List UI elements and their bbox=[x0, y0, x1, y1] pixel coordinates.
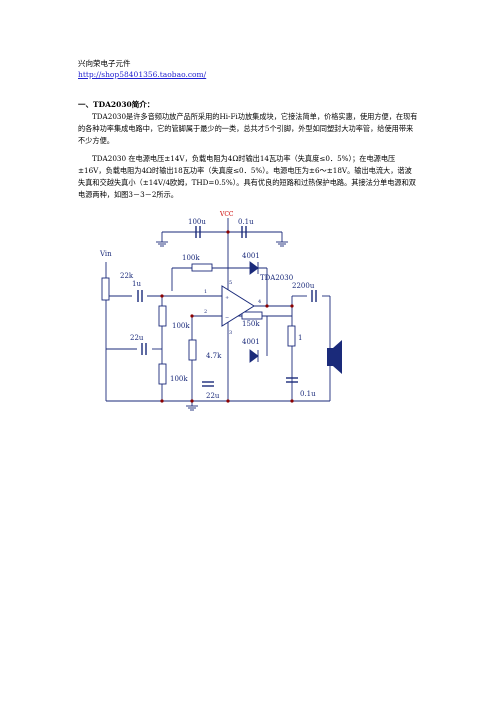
op-amp-icon bbox=[221, 285, 255, 327]
label-c-0-1u-bot: 0.1u bbox=[300, 390, 316, 398]
circuit-node bbox=[160, 230, 294, 403]
label-r-22k: 22k bbox=[120, 272, 134, 280]
speaker-icon bbox=[327, 340, 342, 374]
section-heading: 一、TDA2030简介： bbox=[78, 100, 155, 109]
label-r-4-7k: 4.7k bbox=[206, 352, 222, 360]
label-pin-1: 1 bbox=[204, 289, 207, 295]
vcc-label: VCC bbox=[219, 211, 234, 218]
ground-icon bbox=[156, 241, 288, 411]
label-r-150k: 150k bbox=[242, 320, 260, 328]
label-vin: Vin bbox=[99, 250, 112, 258]
resistor-icon bbox=[101, 263, 296, 385]
paragraph-intro-text: TDA2030是许多音频功放产品所采用的Hi-Fi功放集成块，它接法简单，价格实… bbox=[78, 112, 418, 145]
shop-link[interactable]: http://shop58401356.taobao.com/ bbox=[78, 70, 207, 79]
label-pin-4: 4 bbox=[258, 299, 261, 305]
amplifier-circuit-diagram: VCC bbox=[99, 211, 342, 411]
label-pin-5: 5 bbox=[229, 280, 232, 286]
label-c-22u-left: 22u bbox=[130, 334, 144, 342]
label-c-100u: 100u bbox=[188, 218, 206, 226]
label-r-1: 1 bbox=[298, 334, 302, 342]
label-c-1u: 1u bbox=[132, 280, 141, 288]
label-ic: TDA2030 bbox=[260, 274, 293, 282]
paragraph-intro: TDA2030是许多音频功放产品所采用的Hi-Fi功放集成块，它接法简单，价格实… bbox=[78, 111, 418, 147]
label-c-2200u: 2200u bbox=[292, 282, 315, 290]
label-d-4001-bot: 4001 bbox=[242, 338, 260, 346]
label-op-plus: + bbox=[225, 295, 229, 301]
paragraph-specs: TDA2030 在电源电压±14V，负载电阻为4Ω时输出14瓦功率（失真度≤0．… bbox=[78, 153, 418, 201]
shop-name: 兴向荣电子元件 bbox=[78, 59, 131, 68]
label-pin-2: 2 bbox=[204, 309, 207, 315]
label-r-100k-bot: 100k bbox=[170, 375, 188, 383]
label-r-100k-feedback: 100k bbox=[182, 254, 200, 262]
paragraph-specs-text: TDA2030 在电源电压±14V，负载电阻为4Ω时输出14瓦功率（失真度≤0．… bbox=[78, 154, 416, 199]
label-c-0-1u-top: 0.1u bbox=[238, 218, 254, 226]
label-op-minus: − bbox=[225, 315, 229, 321]
label-pin-3: 3 bbox=[229, 330, 232, 336]
diode-icon bbox=[249, 261, 259, 363]
label-d-4001-top: 4001 bbox=[242, 252, 260, 260]
label-c-22u-bot: 22u bbox=[206, 392, 220, 400]
capacitor-icon bbox=[137, 226, 317, 387]
label-r-100k-mid: 100k bbox=[172, 322, 190, 330]
